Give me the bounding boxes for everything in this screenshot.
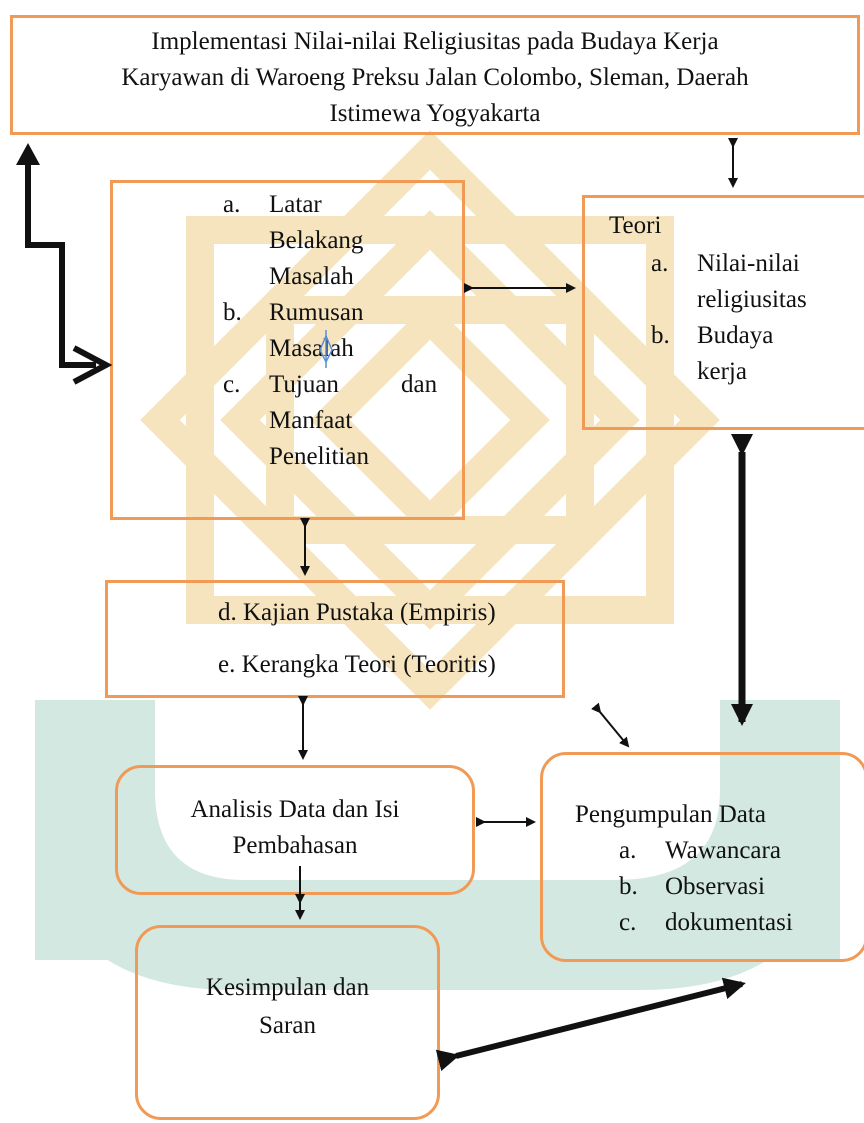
elbow-arrow-line	[25, 155, 96, 368]
analisis-line-2: Pembahasan	[232, 832, 358, 859]
list-text: kerja	[697, 358, 747, 385]
kesimpulan-line-2: Saran	[259, 1012, 316, 1039]
list-marker: a.	[651, 250, 669, 277]
list-item: a. Nilai-nilai religiusitas	[651, 246, 864, 318]
list-text: Masalah	[269, 335, 354, 362]
list-text: dokumentasi	[665, 909, 793, 936]
list-text: Tujuan	[269, 371, 339, 398]
list-item: a. Wawancara	[619, 833, 859, 869]
list-marker: b.	[619, 873, 638, 900]
pengumpulan-heading: Pengumpulan Data	[575, 801, 766, 828]
title-line-1: Implementasi Nilai-nilai Religiusitas pa…	[151, 28, 719, 55]
pendahuluan-box: a. Latar Belakang Masalah b. Rumusan Mas…	[110, 180, 465, 520]
elbow-arrow-top-head	[16, 143, 40, 165]
list-marker: b.	[651, 322, 670, 349]
list-text: Budaya	[697, 322, 774, 349]
teori-heading: Teori	[609, 212, 662, 239]
analisis-line-1: Analisis Data dan Isi	[190, 796, 400, 823]
list-marker: b.	[223, 299, 242, 326]
pendahuluan-list: a. Latar Belakang Masalah b. Rumusan Mas…	[223, 187, 453, 475]
list-text: Wawancara	[665, 837, 781, 864]
list-item: c. Tujuan dan Manfaat Penelitian	[223, 367, 453, 475]
list-item: c. dokumentasi	[619, 905, 859, 941]
watermark-gold-pattern	[140, 130, 720, 710]
list-text: Manfaat	[269, 407, 353, 434]
list-text: Masalah	[269, 263, 354, 290]
title-line-3: Istimewa Yogyakarta	[329, 100, 541, 127]
kajian-line-1: d. Kajian Pustaka (Empiris)	[218, 599, 496, 626]
elbow-arrow-right-head	[72, 345, 113, 385]
analisis-box: Analisis Data dan Isi Pembahasan	[115, 765, 475, 895]
teori-box: Teori a. Nilai-nilai religiusitas b. Bud…	[582, 195, 864, 430]
kajian-line-2: e. Kerangka Teori (Teoritis)	[218, 651, 496, 678]
list-text-extra: dan	[401, 371, 438, 398]
list-marker: c.	[619, 909, 637, 936]
kesimpulan-line-1: Kesimpulan dan	[205, 974, 370, 1001]
list-text: Rumusan	[269, 299, 364, 326]
list-marker: a.	[223, 191, 241, 218]
list-text: religiusitas	[697, 286, 807, 313]
list-text: Observasi	[665, 873, 765, 900]
list-text: Penelitian	[269, 443, 369, 470]
list-text: Latar	[269, 191, 322, 218]
list-text: Belakang	[269, 227, 364, 254]
title-box: Implementasi Nilai-nilai Religiusitas pa…	[10, 15, 860, 135]
list-item: b. Observasi	[619, 869, 859, 905]
pengumpulan-box: Pengumpulan Data a. Wawancara b. Observa…	[540, 752, 864, 962]
list-item: b. Budaya kerja	[651, 318, 864, 390]
kajian-box: d. Kajian Pustaka (Empiris) e. Kerangka …	[105, 580, 565, 698]
list-item: b. Rumusan Masalah	[223, 295, 453, 367]
list-marker: a.	[619, 837, 637, 864]
kesimpulan-box: Kesimpulan dan Saran	[135, 925, 440, 1120]
list-item: a. Latar Belakang Masalah	[223, 187, 453, 295]
elbow-arrow-title-to-pendahuluan	[16, 143, 113, 385]
title-line-2: Karyawan di Waroeng Preksu Jalan Colombo…	[121, 64, 749, 91]
pengumpulan-list: a. Wawancara b. Observasi c. dokumentasi	[619, 833, 859, 941]
arrow-kesimpulan-pengumpulan	[435, 977, 746, 1072]
list-text: Nilai-nilai	[697, 250, 800, 277]
cursor-artifact-icon	[319, 330, 333, 368]
watermark-green-shape	[35, 700, 840, 990]
list-marker: c.	[223, 371, 241, 398]
teori-list: a. Nilai-nilai religiusitas b. Budaya ke…	[651, 246, 864, 390]
arrow-kajian-pengumpulan	[591, 702, 630, 748]
